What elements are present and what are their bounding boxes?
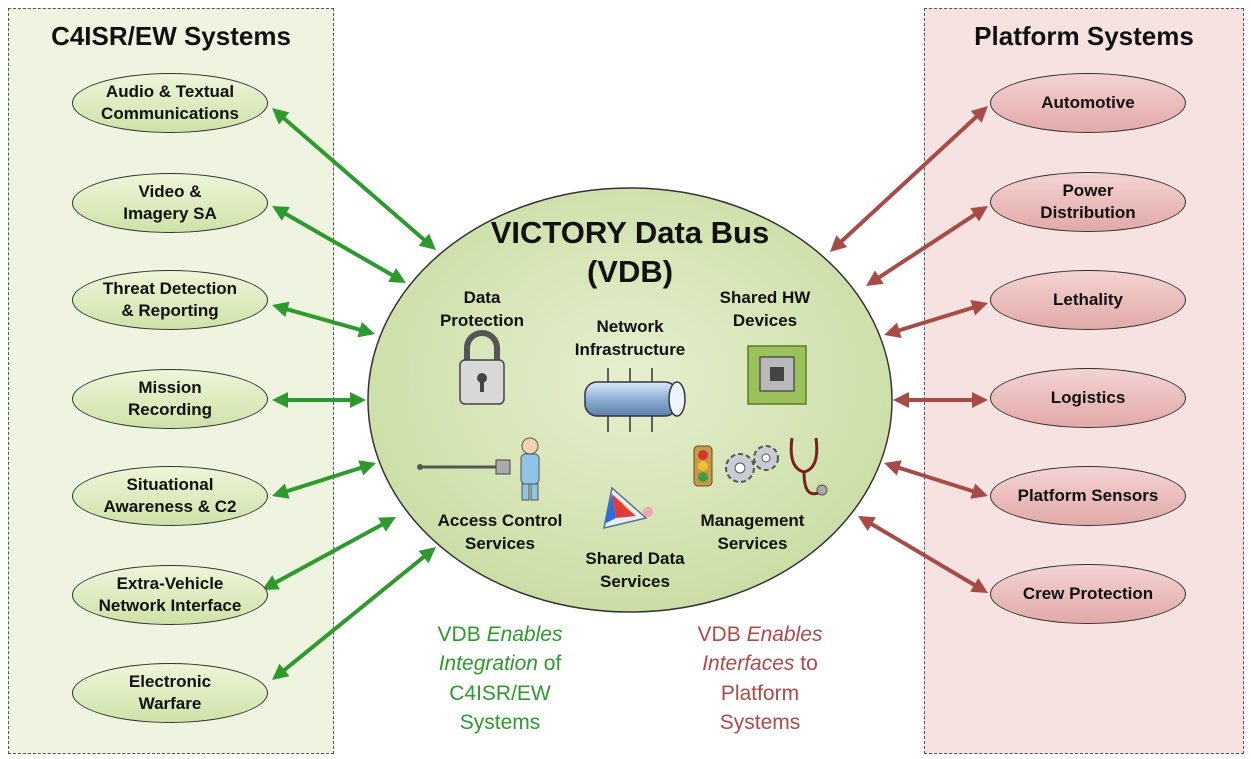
node-audio-textual-communications: Audio & Textual Communications xyxy=(72,73,268,133)
gate-guard-icon xyxy=(417,437,540,501)
caption-interfaces: VDB Enables Interfaces to Platform Syste… xyxy=(697,623,823,735)
node-extra-vehicle-network-interface: Extra-Vehicle Network Interface xyxy=(72,565,268,625)
arrow-video xyxy=(272,206,406,283)
service-access-control: Access Control Services xyxy=(437,511,563,553)
node-mission-recording: Mission Recording xyxy=(72,369,268,429)
arrow-logistics xyxy=(893,392,988,408)
arrow-electronic-warfare xyxy=(272,547,436,680)
node-platform-sensors: Platform Sensors xyxy=(990,466,1186,526)
node-automotive: Automotive xyxy=(990,73,1186,133)
node-electronic-warfare: Electronic Warfare xyxy=(72,663,268,723)
node-logistics: Logistics xyxy=(990,368,1186,428)
arrow-mission xyxy=(272,392,366,408)
shared-data-icon xyxy=(603,486,653,530)
node-lethality: Lethality xyxy=(990,270,1186,330)
network-pipe-icon xyxy=(584,368,686,432)
arrow-layer xyxy=(262,106,988,680)
caption-integration: VDB Enables Integration of C4ISR/EW Syst… xyxy=(437,623,563,735)
arrow-automotive xyxy=(830,106,988,252)
node-threat-detection-reporting: Threat Detection & Reporting xyxy=(72,270,268,330)
node-power-distribution: Power Distribution xyxy=(990,172,1186,232)
c4isr-panel-title: C4ISR/EW Systems xyxy=(51,21,291,51)
service-data-protection: Data Protection xyxy=(439,288,525,330)
service-shared-hw-devices: Shared HW Devices xyxy=(719,288,811,330)
arrow-extra-vehicle xyxy=(262,517,396,590)
arrow-audio xyxy=(272,108,436,250)
service-shared-data: Shared Data Services xyxy=(585,549,685,591)
node-crew-protection: Crew Protection xyxy=(990,564,1186,624)
node-video-imagery-sa: Video & Imagery SA xyxy=(72,173,268,233)
padlock-icon xyxy=(459,330,505,405)
arrow-threat xyxy=(272,301,375,338)
service-management: Management Services xyxy=(700,511,805,553)
arrow-platform-sensors xyxy=(884,460,988,499)
traffic-light-icon xyxy=(693,445,713,487)
gears-icon xyxy=(725,445,779,483)
arrow-situational xyxy=(272,460,376,499)
stethoscope-icon xyxy=(789,437,828,496)
arrow-crew-protection xyxy=(858,516,988,593)
vdb-title: VICTORY Data Bus (VDB) xyxy=(490,215,770,289)
node-situational-awareness-c2: Situational Awareness & C2 xyxy=(72,466,268,526)
arrow-power xyxy=(866,206,988,286)
platform-panel-title: Platform Systems xyxy=(974,21,1194,51)
service-network-infrastructure: Network Infrastructure xyxy=(574,317,686,359)
chip-icon xyxy=(747,345,807,405)
arrow-lethality xyxy=(884,300,988,338)
